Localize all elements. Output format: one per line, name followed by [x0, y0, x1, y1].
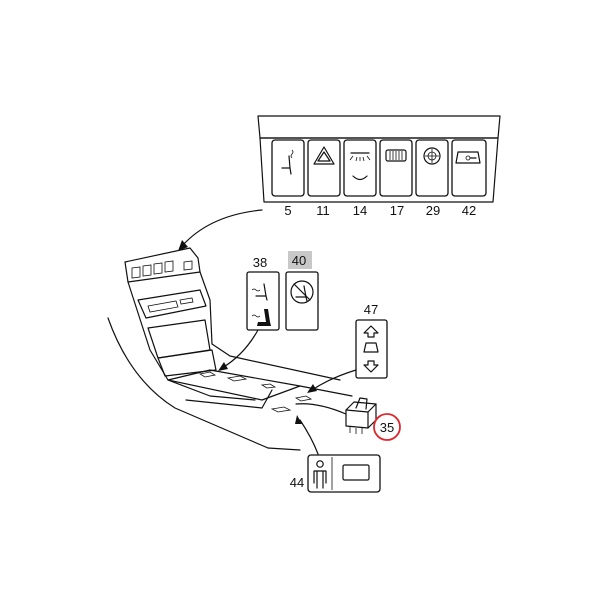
switch-44[interactable]: 44	[290, 454, 381, 493]
callout-35: 35	[380, 420, 394, 435]
callout-42: 42	[462, 203, 476, 218]
arrow-up-icon	[363, 325, 379, 338]
switch-38[interactable]: 38	[246, 255, 280, 331]
part-35-relay[interactable]	[345, 397, 377, 434]
callout-44: 44	[290, 475, 304, 490]
switch-11[interactable]	[307, 139, 341, 197]
callout-5: 5	[284, 203, 291, 218]
leader-44-arrowhead	[295, 415, 302, 424]
switch-29[interactable]	[415, 139, 449, 197]
callout-40-highlight	[288, 251, 312, 269]
switch-47[interactable]: 47	[355, 302, 388, 379]
seat-heat-off-icon	[290, 280, 314, 304]
leader-44	[299, 419, 319, 455]
leader-38	[221, 329, 259, 369]
callout-17: 17	[390, 203, 404, 218]
switch-bar: 5 11 14 17 29 42	[257, 115, 501, 218]
leader-38-arrowhead	[218, 362, 228, 371]
callout-14: 14	[353, 203, 367, 218]
arrow-down-icon	[363, 360, 379, 373]
switch-bar-face	[259, 137, 499, 203]
callout-40: 40	[292, 253, 306, 268]
rectangle-button-icon	[342, 464, 370, 481]
callout-11: 11	[316, 203, 330, 218]
switch-bar-top	[257, 115, 501, 139]
tire-icon	[423, 147, 441, 165]
switch-17[interactable]	[379, 139, 413, 197]
callout-29: 29	[426, 203, 440, 218]
switch-5[interactable]	[271, 139, 305, 197]
leader-47	[311, 369, 357, 391]
leader-47-arrowhead	[307, 384, 317, 393]
leader-arrow-bar	[178, 209, 263, 251]
hazard-triangle-icon	[313, 146, 335, 165]
callout-35-circle	[373, 413, 401, 441]
callout-38: 38	[253, 255, 267, 270]
switch-42[interactable]	[451, 139, 487, 197]
callout-47: 47	[364, 302, 378, 317]
person-icon	[313, 460, 327, 489]
door-lock-icon	[455, 151, 481, 164]
window-icon	[363, 342, 379, 353]
seat-heat-icon	[281, 149, 294, 175]
switch-40[interactable]: 40	[285, 251, 319, 331]
interior-light-icon	[349, 152, 371, 181]
seat-heat-icon	[251, 309, 271, 326]
rear-defrost-icon	[385, 149, 407, 162]
leader-35	[295, 403, 347, 415]
switch-14[interactable]	[343, 139, 377, 197]
seat-back-heat-icon	[251, 283, 268, 301]
center-console	[107, 247, 353, 451]
